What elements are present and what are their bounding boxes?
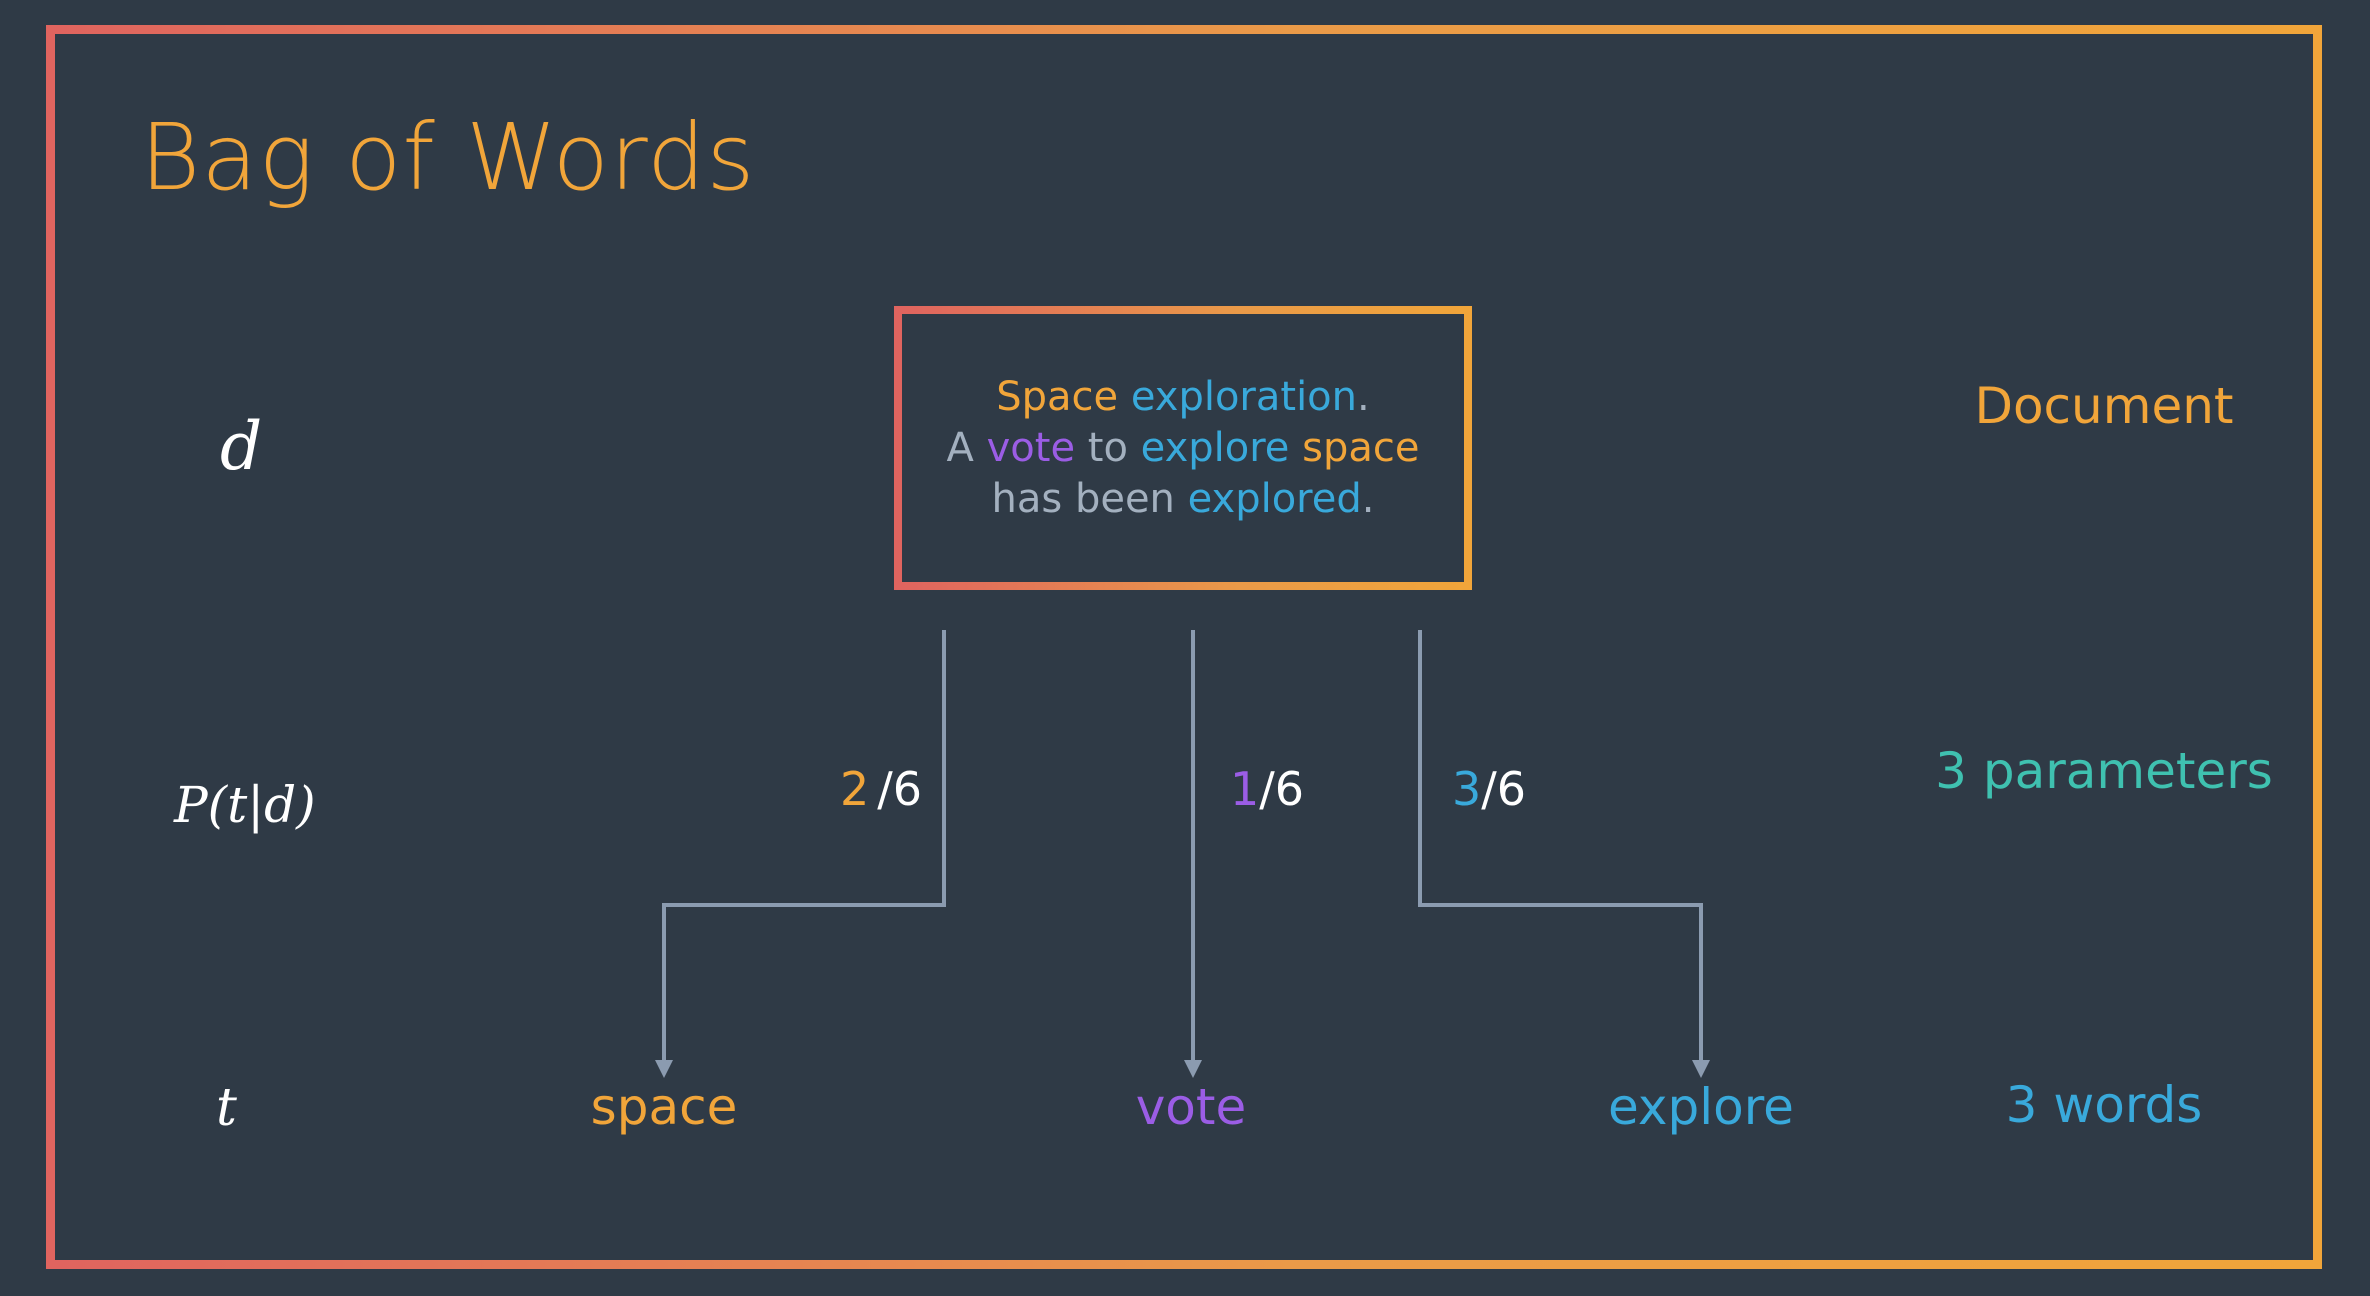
connector-explore: [1418, 630, 1703, 1070]
word-vote: vote: [1135, 1078, 1247, 1136]
arrowhead-explore: [1692, 1060, 1710, 1078]
document-text-span: has been: [991, 475, 1188, 522]
row-label-document: d: [220, 408, 263, 485]
side-label-document: Document: [1974, 377, 2234, 435]
document-line-3: has been explored.: [992, 474, 1375, 525]
document-text-span: .: [1357, 373, 1370, 420]
probability-explore-denominator: /6: [1481, 762, 1527, 816]
probability-explore: 3/6: [1452, 762, 1526, 816]
probability-space-numerator: 2: [840, 762, 870, 816]
row-label-probability: P(t|d): [174, 776, 316, 834]
arrowhead-vote: [1184, 1060, 1202, 1078]
document-text-span: to: [1075, 424, 1141, 471]
document-text-span: space: [1302, 424, 1420, 471]
document-text-span: Space: [996, 373, 1119, 420]
document-text-span: exploration: [1130, 373, 1358, 420]
probability-space-denominator: /6: [877, 762, 923, 816]
probability-vote-numerator: 1: [1230, 762, 1260, 816]
slide-frame: [46, 25, 2322, 1269]
connector-space: [662, 630, 946, 1070]
row-label-term: t: [216, 1078, 237, 1138]
probability-vote: 1/6: [1230, 762, 1304, 816]
document-line-1: Space exploration.: [996, 372, 1369, 423]
document-line-2: A vote to explore space: [947, 423, 1420, 474]
document-box: Space exploration. A vote to explore spa…: [894, 306, 1472, 590]
document-text-span: vote: [986, 424, 1076, 471]
document-text-span: A: [946, 424, 987, 471]
probability-vote-denominator: /6: [1259, 762, 1305, 816]
side-label-words: 3 words: [2005, 1076, 2203, 1134]
document-text-span: explore: [1140, 424, 1290, 471]
word-space: space: [590, 1078, 738, 1136]
word-explore: explore: [1608, 1078, 1794, 1136]
probability-space: 2/6: [840, 762, 922, 816]
arrowhead-space: [655, 1060, 673, 1078]
slide-title: Bag of Words: [140, 104, 756, 211]
side-label-parameters: 3 parameters: [1935, 742, 2273, 800]
document-text-span: .: [1361, 475, 1375, 522]
document-text-span: explored: [1187, 475, 1362, 522]
probability-explore-numerator: 3: [1452, 762, 1482, 816]
